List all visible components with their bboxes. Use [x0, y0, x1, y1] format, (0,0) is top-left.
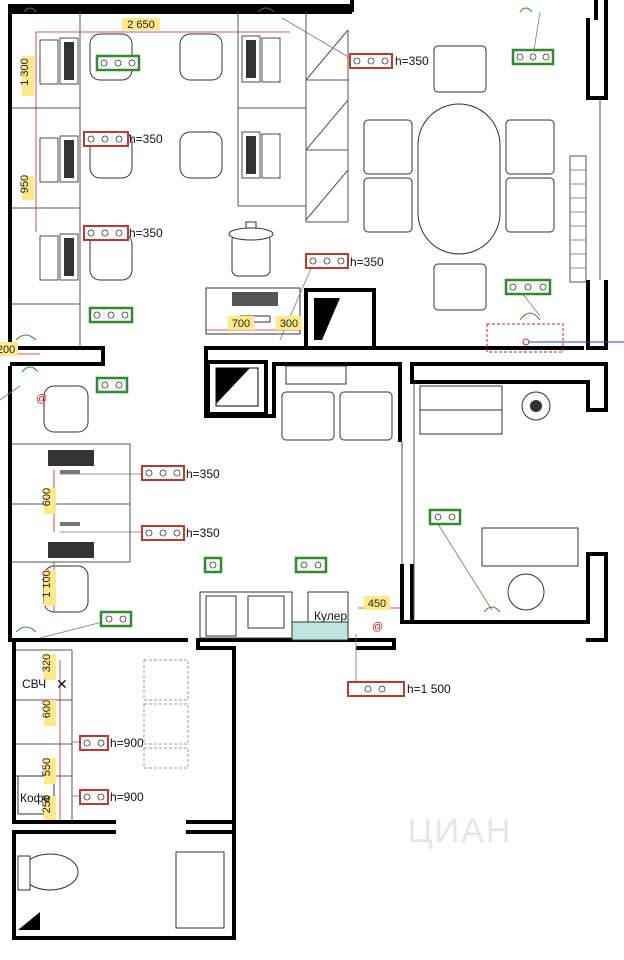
label-coffee: Кофе	[20, 791, 51, 805]
dim-300: 300	[280, 318, 298, 330]
sockets-red	[79, 53, 405, 805]
height-label: h=350	[395, 54, 429, 68]
height-label: h=350	[129, 132, 163, 146]
label-water-cooler: Кулер	[314, 609, 347, 623]
dim-950: 950	[19, 175, 31, 193]
height-label: h=350	[186, 467, 220, 481]
dim-450: 450	[368, 598, 386, 610]
kitchenette-bath	[17, 659, 225, 929]
dim-700: 700	[232, 318, 250, 330]
meeting-area	[363, 45, 624, 353]
height-label: h=900	[110, 736, 144, 750]
dim-600-a: 600	[41, 488, 53, 506]
dim-550: 550	[41, 758, 53, 776]
watermark: ЦИАН	[408, 812, 513, 850]
at-sign-icon: @	[36, 393, 47, 405]
height-label: h=350	[350, 255, 384, 269]
dimension-labels: 2 650 1 300 950 700 300 200 600 1 100 45…	[0, 18, 390, 820]
label-microwave: СВЧ	[22, 677, 46, 691]
workstations	[39, 33, 301, 335]
height-label: h=1 500	[407, 682, 451, 696]
sockets-green	[88, 48, 555, 628]
height-label: h=350	[186, 526, 220, 540]
dim-2650: 2 650	[127, 19, 155, 31]
height-labels: h=350 h=350 h=350 h=350 h=350 h=350 h=1 …	[110, 54, 451, 804]
socket-dots	[83, 53, 550, 801]
lower-office	[43, 365, 579, 641]
dim-250: 250	[41, 795, 53, 813]
room-labels: СВЧ ✕ Кофе Кулер @ @	[20, 393, 383, 805]
dim-200: 200	[0, 344, 15, 356]
interior-lines	[12, 12, 601, 820]
dim-1100: 1 100	[41, 570, 53, 598]
height-label: h=350	[129, 226, 163, 240]
dim-320: 320	[41, 654, 53, 672]
close-icon: ✕	[56, 676, 68, 692]
dim-600-b: 600	[41, 700, 53, 718]
at-sign-icon: @	[372, 621, 383, 633]
height-label: h=900	[110, 790, 144, 804]
switch-arcs	[15, 7, 541, 633]
dim-1300: 1 300	[19, 58, 31, 86]
